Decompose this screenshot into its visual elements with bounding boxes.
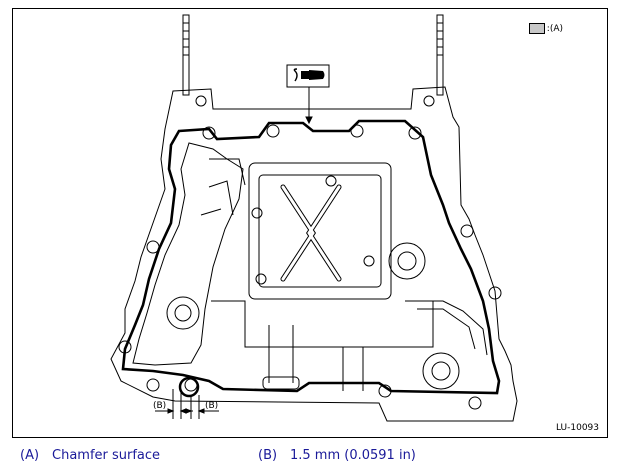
legend-label: :(A) (546, 24, 563, 34)
dimension-lines (155, 389, 219, 419)
bolt-holes (118, 95, 502, 410)
round-bosses (166, 242, 460, 390)
gasket-bead (121, 119, 501, 395)
chamfer-swatch (528, 23, 545, 34)
housing-outline (110, 86, 518, 422)
central-cover (248, 162, 392, 300)
caption-b: (B) 1.5 mm (0.0591 in) (258, 448, 416, 463)
stud-left (182, 14, 190, 96)
figure-id: LU-10093 (555, 423, 599, 433)
caption-a-key: (A) (20, 448, 40, 463)
dimension-label-b-left: (B) (153, 401, 167, 411)
caption-a-text: Chamfer surface (52, 448, 161, 463)
legend: :(A) (528, 23, 563, 34)
inner-wall (132, 142, 244, 366)
lower-structure (200, 158, 488, 391)
liquid-gasket-icon (286, 64, 330, 88)
caption-a: (A) Chamfer surface (20, 448, 160, 463)
caption-b-key: (B) (258, 448, 278, 463)
stud-right (436, 14, 444, 96)
caption-b-text: 1.5 mm (0.0591 in) (290, 448, 416, 463)
dimension-label-b-right: (B) (205, 401, 219, 411)
oil-pan-drawing (110, 14, 518, 422)
diagram-frame: :(A) (B) (B) LU-10093 (12, 8, 608, 438)
